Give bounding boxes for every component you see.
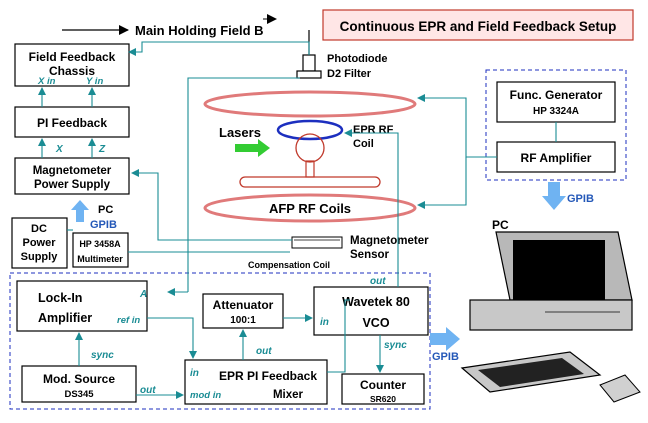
y-in-label: Y in — [86, 76, 103, 87]
pc-left-label: PC — [98, 204, 113, 216]
sync1-label: sync — [91, 350, 114, 361]
attenuator-line1: Attenuator — [213, 298, 274, 312]
field-feedback-box — [14, 43, 130, 87]
out-top-label: out — [370, 276, 386, 287]
epr-coil-line2: Coil — [353, 138, 374, 150]
title: Continuous EPR and Field Feedback Setup — [340, 19, 617, 34]
computer-icon — [460, 231, 641, 403]
multimeter-box — [72, 232, 129, 268]
main-field-label: Main Holding Field B — [135, 23, 264, 38]
epr-pi-box — [184, 359, 328, 405]
rf-amp-box — [496, 141, 616, 173]
attenuator-box — [202, 293, 284, 329]
sync2-label: sync — [384, 340, 407, 351]
lockin-line1: Lock-In — [38, 291, 82, 305]
wavetek-in-label: in — [320, 317, 329, 328]
counter-box — [341, 373, 425, 405]
z-label: Z — [98, 144, 106, 155]
magnetometer-sensor — [291, 236, 343, 249]
pc-right-label: PC — [492, 218, 509, 232]
lockin-dashed-box — [9, 272, 431, 410]
counter-line2: SR620 — [370, 394, 396, 404]
wire-wavetek-epr — [344, 129, 399, 287]
epr-coil-line1: EPR RF — [353, 124, 394, 136]
attenuator-line2: 100:1 — [230, 315, 256, 326]
gpib-right-label: GPIB — [567, 193, 594, 205]
pi-feedback-box — [14, 106, 130, 138]
mod-source-line1: Mod. Source — [43, 372, 115, 386]
mod-source-line2: DS345 — [64, 389, 94, 400]
gpib-left-arrow — [71, 200, 89, 222]
magnetometer-line1: Magnetometer — [350, 235, 429, 247]
lasers-label: Lasers — [219, 125, 261, 140]
wire-mixer-wavetek — [327, 299, 350, 373]
wire-epr-lockin — [187, 77, 300, 292]
glass-cell — [295, 133, 325, 163]
rf-amp-label: RF Amplifier — [521, 151, 592, 165]
gpib-bottom-label: GPIB — [432, 351, 459, 363]
wire-amp-afp-bottom — [417, 157, 467, 209]
epr-coil — [276, 119, 344, 141]
gpib-bottom-arrow — [430, 327, 460, 351]
lockin-box — [16, 280, 148, 332]
mag-power-box — [14, 157, 130, 195]
mag-power-line2: Power Supply — [34, 179, 111, 191]
dc-power-line1: DC — [31, 223, 47, 235]
afp-coil-top — [203, 90, 417, 118]
dc-power-box — [11, 217, 68, 269]
epr-pi-line2: Mixer — [273, 389, 304, 401]
title-box — [322, 9, 634, 41]
epr-pi-line1: EPR PI Feedback — [219, 369, 317, 383]
dc-power-line2: Power — [22, 237, 56, 249]
gpib-left-label: GPIB — [90, 219, 117, 231]
mod-in-label: mod in — [190, 390, 221, 401]
field-feedback-line1: Field Feedback — [29, 50, 116, 64]
counter-line1: Counter — [360, 378, 406, 392]
gpib-right-arrow — [542, 182, 566, 210]
dc-power-line3: Supply — [21, 251, 59, 263]
wire-lockin-mixer — [147, 317, 197, 359]
x-label: X — [55, 144, 64, 155]
wire-pd-ff — [128, 41, 310, 56]
func-gen-box — [496, 81, 616, 123]
magnetometer-line2: Sensor — [350, 249, 390, 261]
out-mod-label: out — [140, 385, 156, 396]
photodiode-line1: Photodiode — [327, 53, 388, 65]
mod-source-box — [21, 365, 137, 403]
wavetek-box — [313, 286, 429, 336]
mag-power-line1: Magnetometer — [33, 165, 112, 177]
ref-in-label: ref in — [117, 315, 140, 326]
out-att-label: out — [256, 346, 272, 357]
field-feedback-line2: Chassis — [49, 64, 95, 78]
wavetek-line1: Wavetek 80 — [342, 295, 410, 309]
laser-arrow — [235, 139, 270, 157]
afp-coils-label: AFP RF Coils — [269, 201, 351, 216]
x-in-label: X in — [37, 76, 56, 87]
compensation-coil-label: Compensation Coil — [248, 260, 330, 270]
lockin-line2: Amplifier — [38, 311, 92, 325]
epr-pi-in-label: in — [190, 368, 199, 379]
wire-sensor-ps — [131, 169, 292, 241]
multimeter-line2: Multimeter — [77, 254, 123, 264]
photodiode-body — [302, 54, 316, 72]
photodiode-line2: D2 Filter — [327, 68, 372, 80]
rf-dashed-box — [485, 69, 627, 181]
wire-amp-afp-top — [417, 94, 497, 158]
multimeter-line1: HP 3458A — [79, 239, 121, 249]
a-label: A — [139, 289, 147, 300]
afp-coil-bottom — [203, 193, 417, 223]
wavetek-line2: VCO — [362, 316, 389, 330]
photodiode-filter — [296, 70, 322, 79]
func-gen-line1: Func. Generator — [510, 88, 603, 102]
pi-feedback-label: PI Feedback — [37, 116, 107, 130]
cell-stem — [305, 160, 315, 178]
func-gen-line2: HP 3324A — [533, 106, 579, 117]
cell-base — [239, 176, 381, 188]
